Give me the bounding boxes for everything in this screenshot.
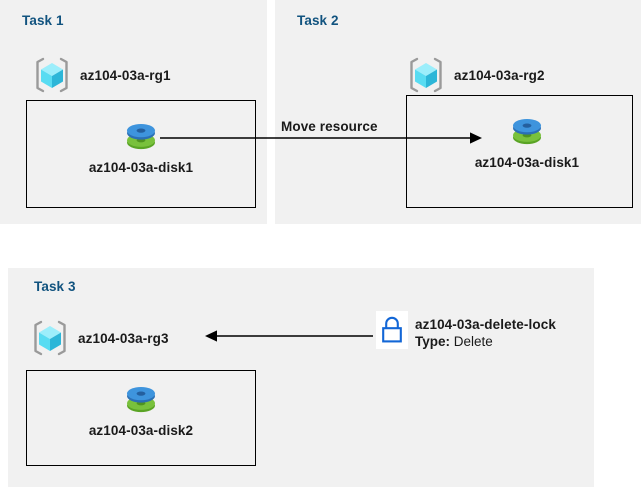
resource-group-task3: az104-03a-rg3 [30, 318, 169, 358]
managed-disk-icon [506, 110, 548, 152]
resource-task1: az104-03a-disk1 [86, 115, 196, 175]
resource-label-task2: az104-03a-disk1 [474, 155, 580, 170]
task-panel-task2: Task 2 [275, 0, 641, 224]
resource-group-cube-icon [30, 318, 70, 358]
resource-task2: az104-03a-disk1 [472, 110, 582, 170]
resource-box-task1 [26, 100, 256, 208]
resource-group-label-task3: az104-03a-rg3 [78, 330, 169, 346]
resource-label-task1: az104-03a-disk1 [88, 160, 194, 175]
move-resource-arrow [160, 132, 482, 144]
resource-task3: az104-03a-disk2 [86, 378, 196, 438]
delete-lock-type-key: Type: [415, 334, 451, 350]
task-title-task3: Task 3 [34, 279, 76, 294]
managed-disk-icon [120, 115, 162, 157]
task-title-task2: Task 2 [297, 13, 339, 28]
task-panel-task3: Task 3 [8, 268, 594, 487]
resource-box-task3 [26, 370, 256, 466]
delete-lock-type-value: Delete [453, 334, 493, 350]
delete-lock-type-row: Type: Delete [415, 333, 556, 350]
resource-group-task1: az104-03a-rg1 [32, 55, 171, 95]
task-title-task1: Task 1 [22, 13, 64, 28]
resource-group-cube-icon [406, 55, 446, 95]
task-panel-task1: Task 1 az104-03a-rg1 [0, 0, 267, 224]
connector-caption-move-resource: Move resource [281, 119, 378, 134]
resource-group-label-task2: az104-03a-rg2 [454, 67, 545, 83]
resource-label-task3: az104-03a-disk2 [88, 423, 194, 438]
delete-lock-text: az104-03a-delete-lock Type: Delete [415, 311, 556, 351]
delete-lock-name: az104-03a-delete-lock [415, 317, 556, 332]
delete-lock-annotation: az104-03a-delete-lock Type: Delete [376, 311, 556, 351]
managed-disk-icon [120, 378, 162, 420]
padlock-icon [376, 311, 408, 349]
delete-lock-arrow [205, 330, 373, 342]
resource-box-task2 [406, 95, 633, 208]
resource-group-label-task1: az104-03a-rg1 [80, 67, 171, 83]
resource-group-cube-icon [32, 55, 72, 95]
resource-group-task2: az104-03a-rg2 [406, 55, 545, 95]
